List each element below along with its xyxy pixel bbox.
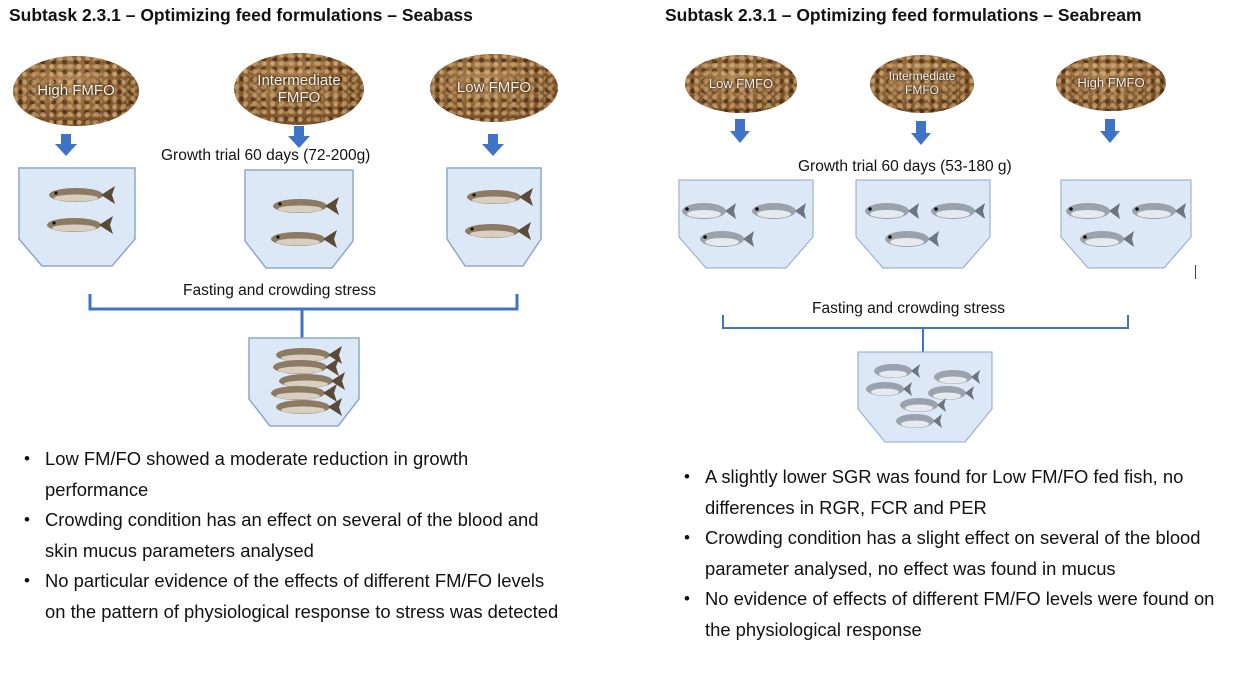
left-stress-label: Fasting and crowding stress [183, 282, 376, 299]
seabass-fish-icon [273, 197, 339, 215]
right-diet-label-3: High FMFO [1077, 74, 1145, 90]
tank-icon [678, 179, 814, 269]
seabass-fish-icon [276, 398, 342, 416]
right-diet-label-1: Low FMFO [708, 75, 774, 91]
tank-icon [244, 169, 354, 269]
text-cursor-mark [1195, 265, 1196, 279]
left-growth-trial-label: Growth trial 60 days (72-200g) [161, 147, 371, 164]
seabass-fish-icon [465, 222, 531, 240]
left-diet-label-2: Intermediate FMFO [257, 71, 341, 106]
seabream-fish-icon [885, 231, 939, 247]
seabass-fish-icon [279, 372, 345, 390]
right-diet-high-fmfo: High FMFO [1056, 55, 1166, 111]
left-diet-label-3: Low FMFO [456, 79, 532, 97]
seabass-fish-icon [273, 358, 339, 376]
left-stress-bracket [88, 294, 519, 339]
feed-pellets-icon [13, 56, 139, 126]
feed-pellets-icon [234, 53, 364, 125]
feed-pellets-icon [870, 55, 974, 113]
left-findings-list: Low FM/FO showed a moderate reduction in… [23, 444, 563, 627]
seabream-fish-icon [874, 364, 920, 378]
list-item: Crowding condition has an effect on seve… [23, 505, 563, 566]
seabass-fish-icon [467, 188, 533, 206]
right-growth-trial-label: Growth trial 60 days (53-180 g) [798, 158, 1012, 175]
left-diet-low-fmfo: Low FMFO [430, 54, 558, 122]
list-item: Low FM/FO showed a moderate reduction in… [23, 444, 563, 505]
right-diet-label-2: Intermediate FMFO [888, 69, 956, 97]
seabream-fish-icon [1066, 203, 1120, 219]
seabass-fish-icon [271, 230, 337, 248]
tank-icon [18, 167, 136, 267]
right-stress-bracket [722, 315, 1129, 352]
tank-icon [857, 351, 993, 443]
seabream-fish-icon [928, 386, 974, 400]
left-title: Subtask 2.3.1 – Optimizing feed formulat… [9, 5, 473, 25]
seabass-fish-icon [47, 216, 113, 234]
seabass-fish-icon [49, 186, 115, 204]
feed-pellets-icon [685, 55, 797, 113]
seabass-fish-icon [271, 384, 337, 402]
seabream-fish-icon [931, 203, 985, 219]
tank-icon [446, 167, 542, 267]
seabream-fish-icon [934, 370, 980, 384]
seabream-fish-icon [700, 231, 754, 247]
seabream-fish-icon [682, 203, 736, 219]
seabream-fish-icon [866, 382, 912, 396]
feed-pellets-icon [430, 54, 558, 122]
right-findings-list: A slightly lower SGR was found for Low F… [683, 462, 1228, 645]
tank-icon [1060, 179, 1192, 269]
tank-icon [855, 179, 991, 269]
right-diet-intermediate-fmfo: Intermediate FMFO [870, 55, 974, 113]
seabream-fish-icon [1080, 231, 1134, 247]
left-diet-high-fmfo: High FMFO [13, 56, 139, 126]
list-item: A slightly lower SGR was found for Low F… [683, 462, 1228, 523]
list-item: Crowding condition has a slight effect o… [683, 523, 1228, 584]
seabream-fish-icon [752, 203, 806, 219]
left-diet-intermediate-fmfo: Intermediate FMFO [234, 53, 364, 125]
list-item: No particular evidence of the effects of… [23, 566, 563, 627]
seabream-fish-icon [865, 203, 919, 219]
left-diet-label-1: High FMFO [37, 82, 115, 100]
feed-pellets-icon [1056, 55, 1166, 111]
list-item: No evidence of effects of different FM/F… [683, 584, 1228, 645]
seabream-fish-icon [896, 414, 942, 428]
seabream-fish-icon [900, 398, 946, 412]
right-diet-low-fmfo: Low FMFO [685, 55, 797, 113]
tank-icon [248, 337, 360, 427]
right-stress-label: Fasting and crowding stress [812, 300, 1005, 317]
seabream-fish-icon [1132, 203, 1186, 219]
right-title: Subtask 2.3.1 – Optimizing feed formulat… [665, 5, 1142, 25]
